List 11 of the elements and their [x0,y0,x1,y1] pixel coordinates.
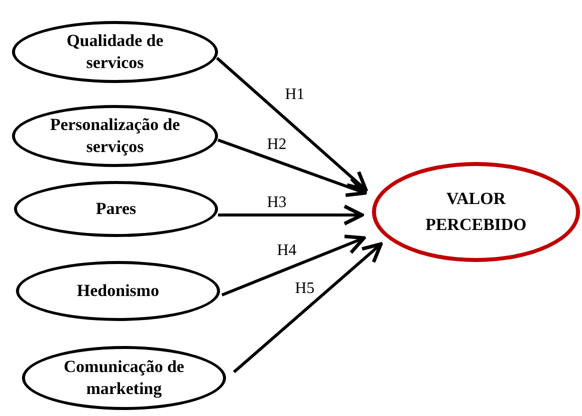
arrow [217,138,367,198]
node-label: Personalização de serviços [49,114,181,158]
node-label: Pares [94,198,138,220]
node-label: Hedonismo [76,280,160,302]
node-label: VALOR PERCEBIDO [424,188,528,236]
node-label: Comunicação de marketing [62,356,186,400]
node-label: Qualidade de servicos [66,30,164,74]
arrow [221,234,366,296]
arrow [216,56,368,192]
arrow [233,242,383,374]
arrow [218,204,364,226]
